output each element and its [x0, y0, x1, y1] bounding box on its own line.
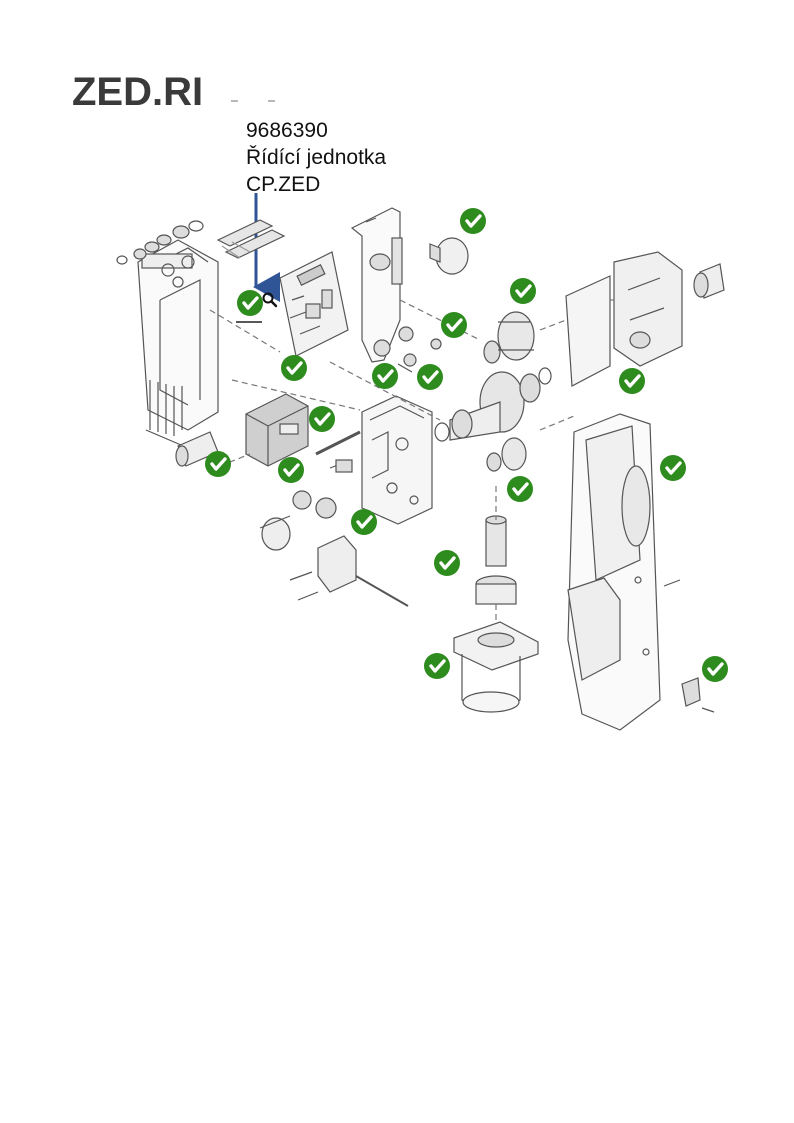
- part-callout: 9686390 Řídící jednotka CP.ZED: [246, 117, 386, 198]
- threaded-rod: [315, 430, 361, 473]
- check-icon-end-cover[interactable]: [617, 366, 647, 396]
- check-icon-shaft-gear[interactable]: [415, 362, 445, 392]
- check-icon-lamp[interactable]: [458, 206, 488, 236]
- control-unit-board: [279, 251, 349, 357]
- check-icon-transformer[interactable]: [307, 404, 337, 434]
- transformer-part: [245, 393, 309, 467]
- washer-set-parts: [397, 326, 442, 373]
- part-code: 9686390: [246, 119, 328, 142]
- gearbox-housing: [361, 395, 433, 525]
- check-icon-frame-plate[interactable]: [279, 353, 309, 383]
- check-icon-clutch-parts[interactable]: [276, 455, 306, 485]
- main-frame: [137, 239, 219, 449]
- clutch-parts-group: [259, 490, 337, 551]
- check-icon-motor[interactable]: [422, 651, 452, 681]
- gear-upper: [483, 311, 535, 364]
- check-icon-pinion-lower[interactable]: [505, 474, 535, 504]
- check-icon-bushing[interactable]: [203, 449, 233, 479]
- check-icon-bearing-plate[interactable]: [439, 310, 469, 340]
- bushing-right: [693, 263, 725, 299]
- check-icon-release-parts[interactable]: [349, 507, 379, 537]
- lock-cylinder-part: [663, 579, 715, 713]
- release-lever: [289, 535, 409, 607]
- check-icon-motor-shaft[interactable]: [432, 548, 462, 578]
- check-icon-housing-cover[interactable]: [658, 453, 688, 483]
- assembly-lines: [209, 299, 614, 622]
- check-icon-control-unit[interactable]: [235, 288, 265, 318]
- check-icon-lock-cylinder[interactable]: [700, 654, 730, 684]
- check-icon-pinion-upper[interactable]: [508, 276, 538, 306]
- part-model: CP.ZED: [246, 173, 321, 196]
- part-name: Řídící jednotka: [246, 146, 387, 169]
- check-icon-washer-set[interactable]: [370, 361, 400, 391]
- lamp-part: [429, 237, 469, 275]
- housing-cover-part: [567, 413, 661, 731]
- motor-shaft-part: [475, 515, 517, 605]
- bracket-plate: [350, 207, 403, 363]
- end-cover-part: [565, 251, 683, 387]
- shaft-gear-part: [434, 367, 552, 442]
- motor-part: [453, 621, 539, 713]
- cable-glands: [116, 220, 204, 265]
- bushing-left: [175, 431, 219, 467]
- terminal-strips: [216, 219, 286, 259]
- magnifier-icon[interactable]: [262, 292, 278, 308]
- pinion-lower-part: [486, 437, 527, 472]
- brand-title: ZED.RI: [72, 70, 204, 114]
